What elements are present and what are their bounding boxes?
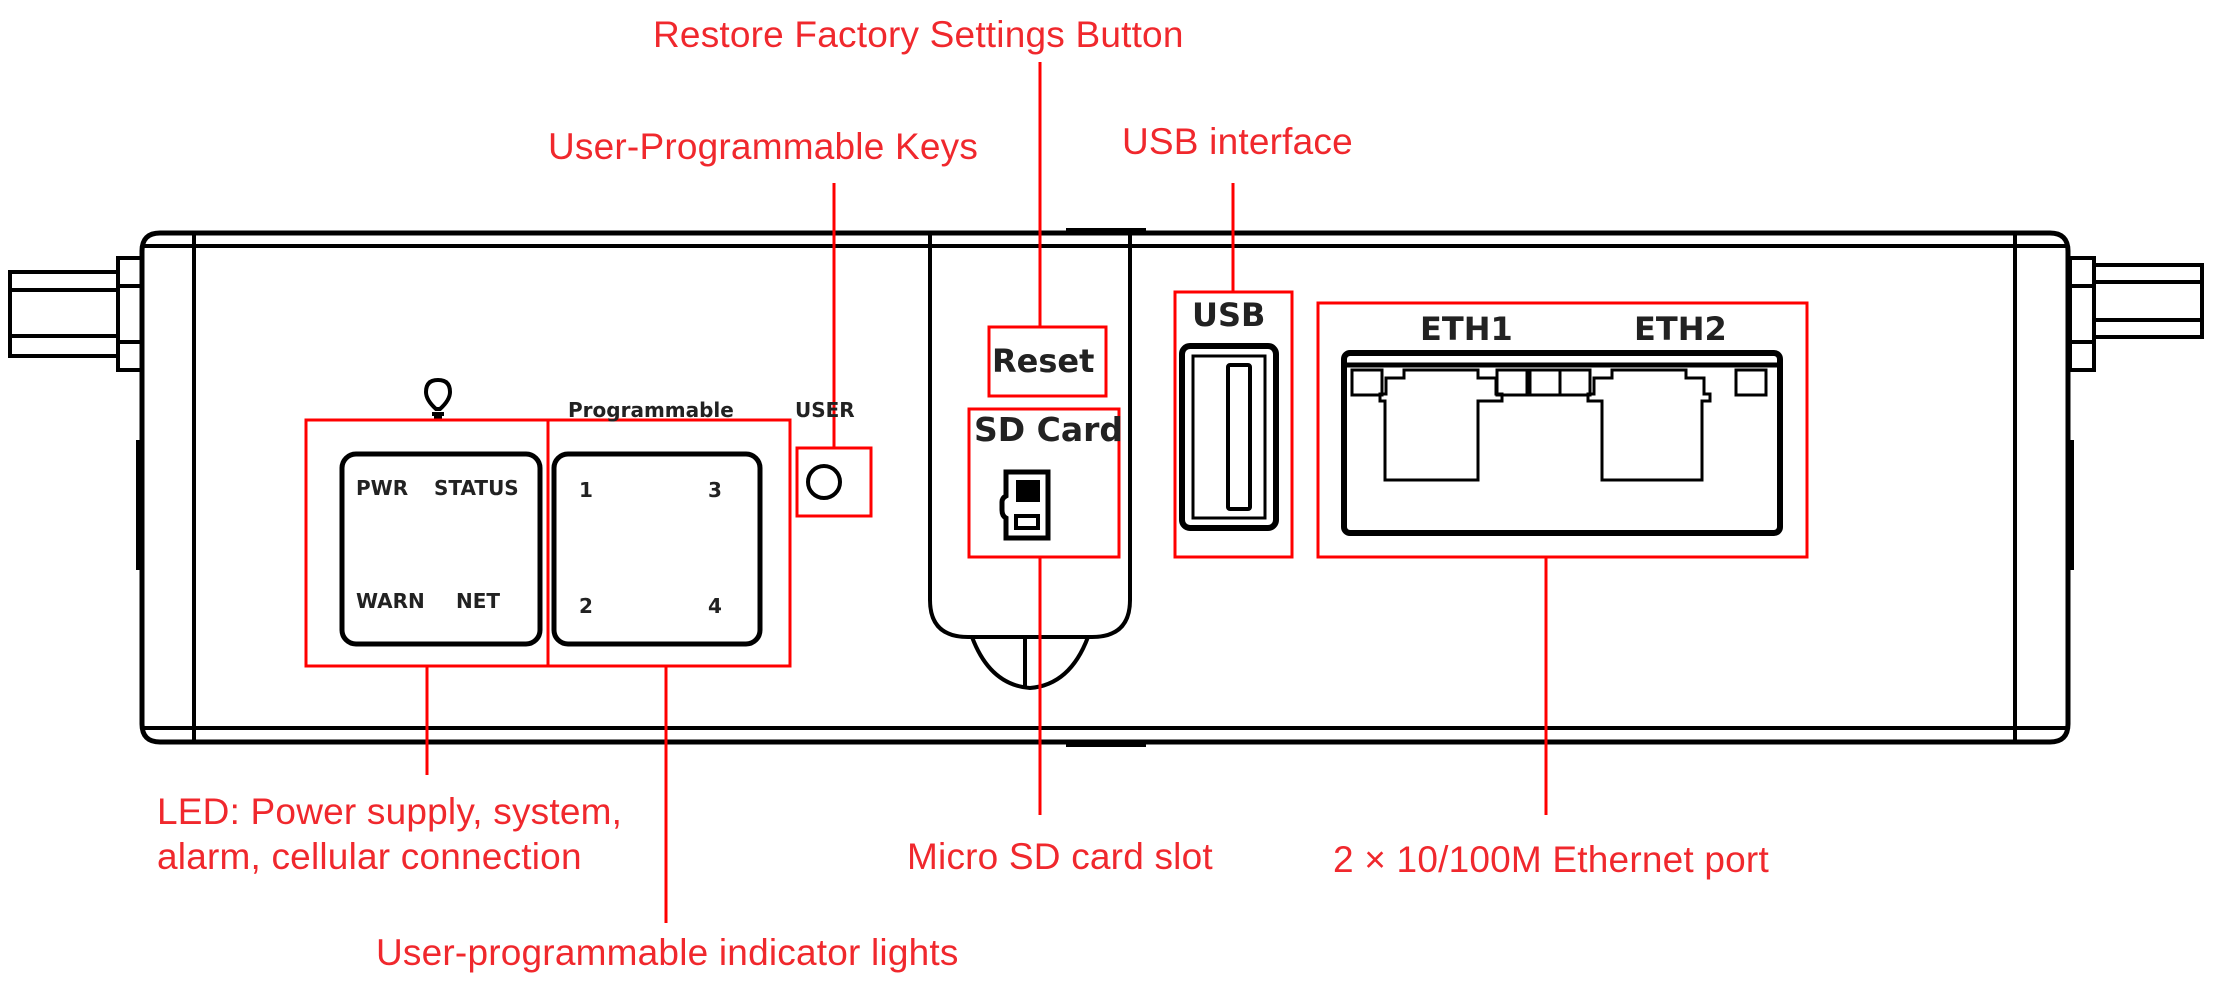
led-window	[339, 451, 543, 647]
prog-led-2: 2	[579, 594, 593, 618]
eth2-port-icon	[1558, 368, 1768, 482]
usb-port-icon	[1179, 343, 1279, 531]
programmable-led-window	[551, 451, 763, 647]
user-button-icon[interactable]	[806, 464, 842, 500]
right-antenna-connector	[2068, 256, 2204, 372]
led-label-status: STATUS	[434, 476, 519, 500]
lightbulb-icon	[423, 377, 453, 420]
led-label-pwr: PWR	[356, 476, 409, 500]
programmable-highlight-box	[546, 418, 792, 668]
prog-led-1: 1	[579, 478, 593, 502]
callout-indicator-lights: User-programmable indicator lights	[376, 932, 959, 973]
sd-highlight-box	[967, 407, 1121, 559]
led-label-warn: WARN	[356, 589, 425, 613]
callout-usb-interface: USB interface	[1122, 121, 1353, 162]
led-label-net: NET	[456, 589, 501, 613]
eth2-label: ETH2	[1634, 310, 1727, 348]
reset-label: Reset	[992, 342, 1095, 380]
callout-user-keys: User-Programmable Keys	[548, 126, 979, 167]
usb-label: USB	[1192, 296, 1266, 334]
callout-ethernet: 2 × 10/100M Ethernet port	[1333, 839, 1769, 880]
eth1-label: ETH1	[1420, 310, 1513, 348]
sd-card-label: SD Card	[974, 410, 1124, 449]
callout-led-line1: LED: Power supply, system,	[157, 791, 623, 832]
prog-led-4: 4	[708, 594, 722, 618]
ethernet-ports	[1341, 350, 1783, 536]
callout-restore-factory: Restore Factory Settings Button	[653, 14, 1184, 55]
eth1-port-icon	[1350, 368, 1529, 482]
device-body	[8, 228, 2204, 747]
prog-led-3: 3	[708, 478, 722, 502]
left-antenna-connector	[8, 256, 144, 372]
eth-highlight-box	[1316, 301, 1809, 559]
user-key-title: USER	[795, 398, 855, 422]
micro-sd-icon	[999, 469, 1051, 541]
programmable-title: Programmable	[568, 398, 734, 422]
reset-highlight-box	[987, 325, 1108, 398]
callout-micro-sd: Micro SD card slot	[907, 836, 1213, 877]
sd-card-door	[928, 233, 1132, 639]
callout-led-line2: alarm, cellular connection	[157, 836, 582, 877]
